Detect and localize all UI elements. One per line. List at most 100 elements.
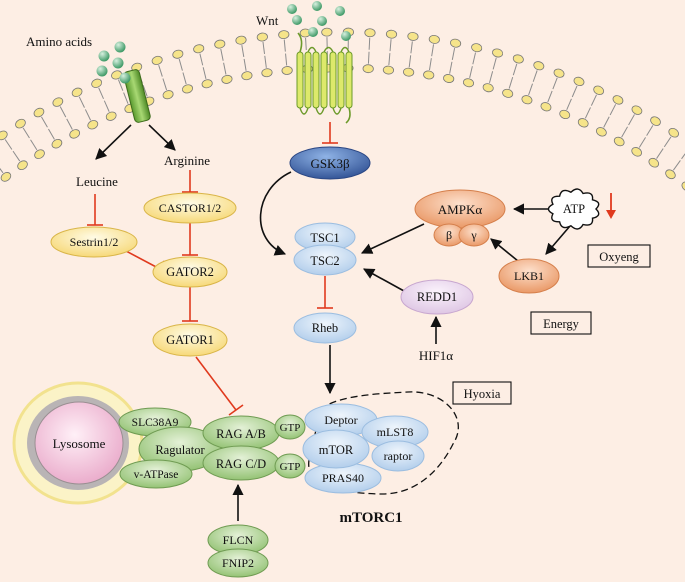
wnt-bead [308,27,318,37]
lipid-head [172,49,184,59]
lipid-head [34,149,45,159]
lipid-head [650,116,661,126]
tsc2-label: TSC2 [310,254,339,268]
raptor-label: raptor [384,449,413,463]
edge-transporter-arginine [148,124,176,151]
amino-acid-molecules [96,41,131,84]
lipid-head [631,147,642,157]
ragulator-complex: SLC38A9 Ragulator v-ATPase [118,407,222,489]
redd1-node: REDD1 [400,279,474,315]
inhibit-gator2-gator1 [182,287,198,322]
edge-transporter-leucine [95,124,132,160]
amino-acid-bead [119,72,131,84]
lipid-head [0,130,8,141]
ampk-gamma-label: γ [470,228,477,242]
lipid-head [403,67,415,77]
inhibit-receptor-gsk3b [322,122,338,144]
amino-acids-label: Amino acids [26,34,92,49]
lipid-head [631,105,643,115]
gsk3b-label: GSK3β [310,156,350,171]
rheb-label: Rheb [312,321,338,335]
rheb-node: Rheb [293,312,357,344]
energy-label: Energy [543,317,580,331]
lipid-head [362,64,374,74]
flcn-fnip2-complex: FLCN FNIP2 [207,524,269,578]
lipid-head [648,157,660,168]
arginine-label: Arginine [164,153,210,168]
lipid-head [235,35,247,45]
lipid-head [33,107,45,118]
lipid-head [382,65,395,75]
lipid-head [428,34,440,44]
lipid-head [385,29,398,39]
tsc1-label: TSC1 [310,231,339,245]
lipid-head [471,43,483,53]
leucine-label: Leucine [76,174,118,189]
edge-lkb1-ampk [490,238,519,262]
receptor-helix [312,51,320,109]
decrease-arrow [606,193,616,219]
wnt-label: Wnt [256,13,279,28]
gator2-label: GATOR2 [166,265,214,279]
castor-node: CASTOR1/2 [143,192,237,224]
edge-ampk-tsc [360,223,425,254]
lipid-head [52,97,64,107]
lipid-head [151,55,163,65]
atp-label: ATP [563,202,585,216]
lipid-head [512,54,524,64]
inhibit-castor-gator2 [182,222,198,256]
lipid-head [559,109,571,120]
mtorc1-complex: Deptor mLST8 PRAS40 raptor mTOR [302,391,459,495]
lipid-head [193,44,205,54]
deptor-label: Deptor [324,413,357,427]
lipid-head [214,39,226,49]
lipid-head [462,78,475,88]
ampk-complex: AMPKα β γ [414,189,506,247]
lipid-head [573,76,585,86]
edge-redd1-tsc [363,268,405,292]
lipid-head [221,74,233,84]
wnt-bead [312,1,322,11]
wnt-receptor [296,32,353,124]
lipid-head [15,118,26,129]
lipid-head [521,95,533,105]
mtor-label: mTOR [319,443,354,457]
lipid-head [502,88,514,98]
mtorc1-label: mTORC1 [339,510,402,526]
hif1a-label: HIF1α [419,348,453,363]
lipid-head [665,169,676,180]
lipid-head [201,79,213,89]
lipid-head [0,172,12,182]
receptor-helix [320,51,328,109]
wnt-bead [317,16,327,26]
lipid-head [261,68,273,78]
amino-acid-bead [114,41,126,53]
lipid-head [553,68,565,78]
v-atpase-label: v-ATPase [134,469,179,481]
amino-acid-transporter [123,69,151,123]
lipid-head [423,70,435,80]
lipid-head [492,48,504,58]
lipid-head [596,127,607,137]
lipid-head [613,136,625,147]
atp-cloud: ATP [547,188,600,230]
lysosome: Lysosome [12,381,144,505]
inhibit-tsc-rheb [317,276,333,309]
energy-box: Energy [530,311,592,335]
receptor-helix [337,51,345,109]
gator1-label: GATOR1 [166,333,214,347]
lipid-head [482,83,494,93]
lipid-head [443,74,455,83]
lipid-head [111,70,123,80]
tsc-complex: TSC1 TSC2 [293,222,357,276]
lipid-head [540,102,552,112]
receptor-helix [304,51,312,109]
lipid-head [278,30,290,40]
rag-cd-label: RAG C/D [216,457,266,471]
lipid-head [51,138,63,149]
rag-gtpases: RAG A/B RAG C/D GTP GTP [202,414,306,481]
lipid-head [533,61,545,71]
gator1-node: GATOR1 [152,323,228,357]
lipid-head [450,38,462,48]
